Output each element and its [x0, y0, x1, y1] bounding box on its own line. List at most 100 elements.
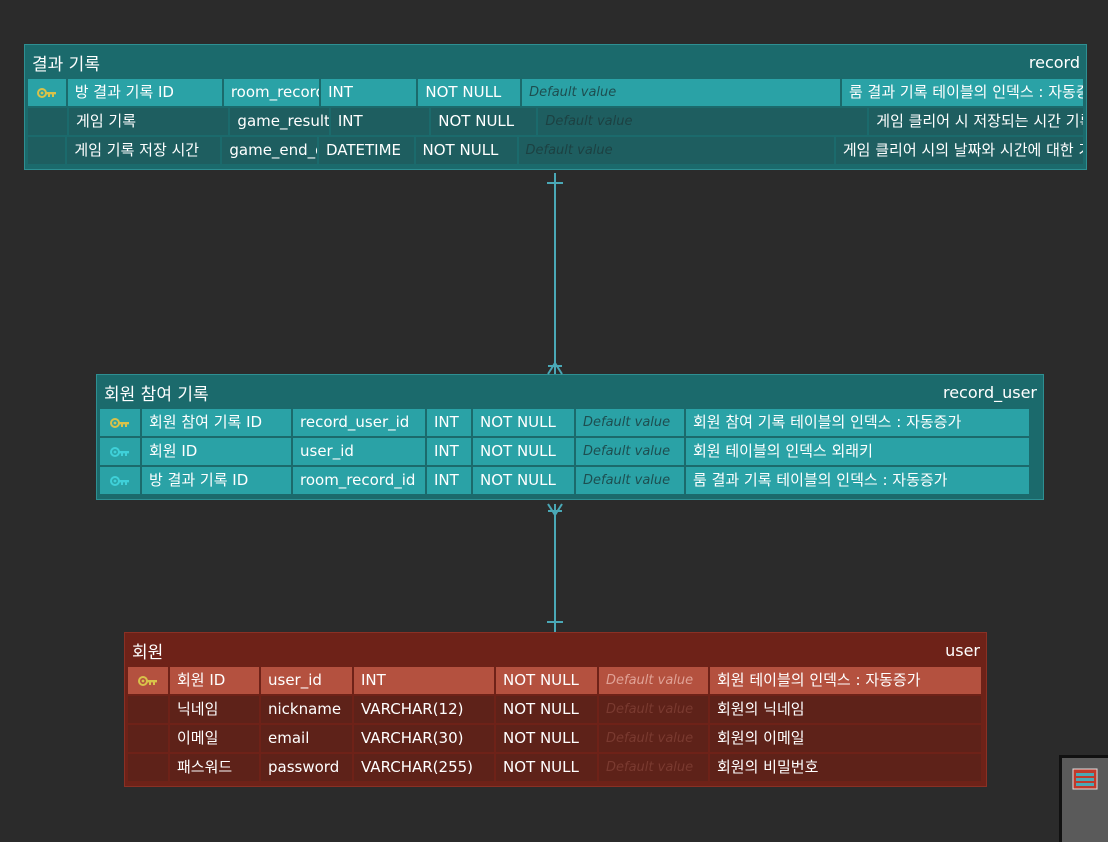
- column-field-cell: room_record_id: [223, 79, 320, 106]
- column-type-cell: INT: [427, 438, 471, 465]
- table-header[interactable]: 회원 user: [128, 633, 983, 667]
- column-default-cell: Default value: [518, 137, 834, 164]
- table-record[interactable]: 결과 기록 record 방 결과 기록 IDroom_record_idINT…: [24, 44, 1087, 170]
- table-title: 회원 참여 기록: [104, 384, 209, 405]
- key-cell: [128, 667, 168, 694]
- column-nullable-cell: NOT NULL: [473, 409, 574, 436]
- column-comment-cell: 게임 클리어 시의 날짜와 시간에 대한 기록: [835, 137, 1083, 164]
- foreign-key-icon: [110, 446, 129, 457]
- column-default-cell: Default value: [576, 438, 684, 465]
- column-default-cell: Default value: [522, 79, 840, 106]
- column-comment-cell: 게임 클리어 시 저장되는 시간 기록: [869, 108, 1083, 135]
- table-physical-name: user: [945, 640, 980, 660]
- column-nullable-cell: NOT NULL: [473, 438, 574, 465]
- foreign-key-icon: [110, 475, 129, 486]
- column-name-cell: 방 결과 기록 ID: [142, 467, 291, 494]
- column-nullable-cell: NOT NULL: [431, 108, 537, 135]
- column-default-cell: Default value: [599, 725, 708, 752]
- column-nullable-cell: NOT NULL: [496, 696, 597, 723]
- column-type-cell: INT: [330, 108, 430, 135]
- column-nullable-cell: NOT NULL: [496, 754, 597, 781]
- column-name-cell: 패스워드: [170, 754, 259, 781]
- key-cell: [100, 438, 140, 465]
- relation-user-to-record-user[interactable]: [547, 503, 563, 632]
- column-name-cell: 게임 기록 저장 시간: [67, 137, 221, 164]
- key-cell: [100, 409, 140, 436]
- column-field-cell: password: [261, 754, 352, 781]
- primary-key-icon: [110, 417, 129, 428]
- column-nullable-cell: NOT NULL: [473, 467, 574, 494]
- column-nullable-cell: NOT NULL: [418, 79, 521, 106]
- column-default-cell: Default value: [576, 467, 684, 494]
- relation-record-to-record-user[interactable]: [547, 173, 563, 375]
- column-field-cell: game_end_date_time: [222, 137, 317, 164]
- table-list-icon[interactable]: [1072, 768, 1098, 790]
- column-type-cell: VARCHAR(255): [354, 754, 494, 781]
- column-default-cell: Default value: [538, 108, 868, 135]
- column-field-cell: nickname: [261, 696, 352, 723]
- column-name-cell: 이메일: [170, 725, 259, 752]
- key-cell: [28, 79, 66, 106]
- key-cell: [100, 467, 140, 494]
- table-title: 회원: [132, 642, 164, 663]
- table-physical-name: record_user: [942, 382, 1037, 402]
- key-cell: [28, 108, 68, 135]
- column-comment-cell: 회원의 이메일: [710, 725, 981, 752]
- column-type-cell: VARCHAR(12): [354, 696, 494, 723]
- column-comment-cell: 회원의 비밀번호: [710, 754, 981, 781]
- column-type-cell: INT: [427, 467, 471, 494]
- column-nullable-cell: NOT NULL: [496, 667, 597, 694]
- table-physical-name: record: [1028, 52, 1080, 72]
- column-default-cell: Default value: [599, 696, 708, 723]
- column-type-cell: DATETIME: [318, 137, 414, 164]
- column-field-cell: user_id: [261, 667, 352, 694]
- column-type-cell: INT: [427, 409, 471, 436]
- column-name-cell: 회원 참여 기록 ID: [142, 409, 291, 436]
- primary-key-icon: [36, 87, 56, 98]
- column-field-cell: user_id: [293, 438, 425, 465]
- key-cell: [128, 696, 168, 723]
- column-name-cell: 게임 기록: [69, 108, 229, 135]
- column-type-cell: INT: [354, 667, 494, 694]
- table-row[interactable]: 게임 기록 저장 시간game_end_date_timeDATETIMENOT…: [28, 137, 1083, 164]
- column-comment-cell: 회원 테이블의 인덱스 외래키: [686, 438, 1029, 465]
- column-comment-cell: 회원 참여 기록 테이블의 인덱스 : 자동증가: [686, 409, 1029, 436]
- column-field-cell: email: [261, 725, 352, 752]
- column-comment-cell: 룸 결과 기록 테이블의 인덱스 : 자동증가: [841, 79, 1083, 106]
- column-field-cell: game_result_time: [230, 108, 329, 135]
- column-name-cell: 회원 ID: [142, 438, 291, 465]
- column-type-cell: VARCHAR(30): [354, 725, 494, 752]
- column-name-cell: 방 결과 기록 ID: [67, 79, 222, 106]
- key-cell: [28, 137, 66, 164]
- table-title: 결과 기록: [32, 54, 100, 75]
- primary-key-icon: [138, 675, 157, 686]
- column-nullable-cell: NOT NULL: [415, 137, 517, 164]
- column-default-cell: Default value: [599, 754, 708, 781]
- column-name-cell: 회원 ID: [170, 667, 259, 694]
- minimap-panel[interactable]: [1059, 755, 1108, 842]
- table-header[interactable]: 결과 기록 record: [28, 45, 1083, 79]
- table-header[interactable]: 회원 참여 기록 record_user: [100, 375, 1040, 409]
- column-comment-cell: 회원의 닉네임: [710, 696, 981, 723]
- column-type-cell: INT: [321, 79, 417, 106]
- column-field-cell: room_record_id: [293, 467, 425, 494]
- key-cell: [128, 725, 168, 752]
- column-comment-cell: 회원 테이블의 인덱스 : 자동증가: [710, 667, 981, 694]
- key-cell: [128, 754, 168, 781]
- column-name-cell: 닉네임: [170, 696, 259, 723]
- column-default-cell: Default value: [576, 409, 684, 436]
